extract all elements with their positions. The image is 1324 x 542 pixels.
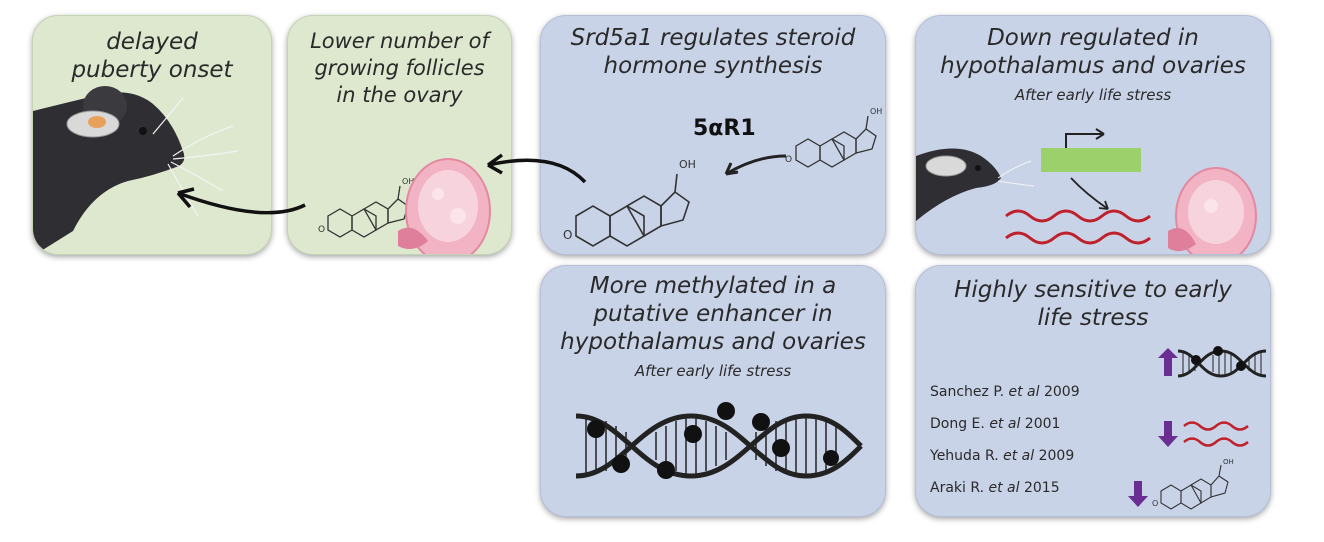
reference-item: Sanchez P. et al 2009 <box>930 384 1080 400</box>
reference-item: Araki R. et al 2015 <box>930 480 1060 496</box>
mouse-icon <box>916 148 1035 221</box>
reference-etal: et al <box>989 416 1021 432</box>
reference-etal: et al <box>1008 384 1040 400</box>
panel-title: Srd5a1 regulates steroid hormone synthes… <box>570 25 856 79</box>
gene-box <box>1041 148 1141 172</box>
svg-text:O: O <box>785 155 792 165</box>
mrna-icon <box>1005 209 1151 245</box>
reference-item: Dong E. et al 2001 <box>930 416 1060 432</box>
mouse-icon <box>33 86 239 254</box>
gene-expression-diagram <box>916 128 1257 254</box>
arrow-down-icon <box>1128 481 1148 507</box>
reference-year: 2009 <box>1043 384 1080 400</box>
panel-title: Down regulated in hypothalamus and ovari… <box>940 25 1246 79</box>
enzyme-label-5ar1: 5αR1 <box>693 116 756 141</box>
reference-author: Yehuda R. <box>930 448 999 464</box>
svg-text:OH: OH <box>1223 458 1234 466</box>
panel-highly-sensitive: Highly sensitive to early life stress Sa… <box>915 265 1271 517</box>
arrow-up-icon <box>1158 348 1178 376</box>
evidence-icons: O OH <box>1128 346 1267 510</box>
panel-growing-follicles: Lower number of growing follicles in the… <box>287 15 512 255</box>
svg-text:OH: OH <box>402 177 414 186</box>
steroid-conversion-diagram: O OH O OH <box>563 107 882 247</box>
svg-text:OH: OH <box>870 107 882 116</box>
ovary-icon <box>1168 167 1257 254</box>
panel-delayed-puberty: delayed puberty onset <box>32 15 272 255</box>
reference-year: 2001 <box>1024 416 1061 432</box>
svg-text:O: O <box>563 228 572 242</box>
arrow-srd5a1-to-follicles-icon <box>486 153 587 184</box>
svg-text:O: O <box>1152 499 1158 508</box>
reference-author: Sanchez P. <box>930 384 1005 400</box>
reference-year: 2009 <box>1038 448 1075 464</box>
arrow-down-icon <box>1158 421 1178 447</box>
panel-title: More methylated in a putative enhancer i… <box>560 273 866 355</box>
methylation-marks <box>587 402 839 479</box>
reference-etal: et al <box>1003 448 1035 464</box>
steroid-small-icon <box>795 115 877 168</box>
panel-title: delayed puberty onset <box>71 29 233 83</box>
ovary-icon <box>398 158 491 254</box>
reference-item: Yehuda R. et al 2009 <box>930 448 1074 464</box>
panel-subtitle: After early life stress <box>1014 86 1172 104</box>
panel-srd5a1-synthesis: Srd5a1 regulates steroid hormone synthes… <box>540 15 886 255</box>
reference-author: Dong E. <box>930 416 985 432</box>
reference-year: 2015 <box>1023 480 1060 496</box>
panel-title: Highly sensitive to early life stress <box>954 277 1232 331</box>
arrow-follicles-to-puberty-icon <box>176 187 306 215</box>
reference-etal: et al <box>988 480 1020 496</box>
panel-title: Lower number of growing follicles in the… <box>310 29 489 107</box>
methylated-dna-small-icon <box>1177 346 1267 378</box>
steroid-small-icon <box>1160 464 1229 510</box>
panel-down-regulated: Down regulated in hypothalamus and ovari… <box>915 15 1271 255</box>
svg-text:OH: OH <box>679 158 696 171</box>
mrna-small-icon <box>1183 421 1249 447</box>
methylated-dna-icon <box>575 402 863 479</box>
svg-text:O: O <box>318 225 325 235</box>
panel-subtitle: After early life stress <box>634 362 792 380</box>
panel-more-methylated: More methylated in a putative enhancer i… <box>540 265 886 517</box>
reference-author: Araki R. <box>930 480 985 496</box>
steroid-large-icon <box>575 173 690 247</box>
